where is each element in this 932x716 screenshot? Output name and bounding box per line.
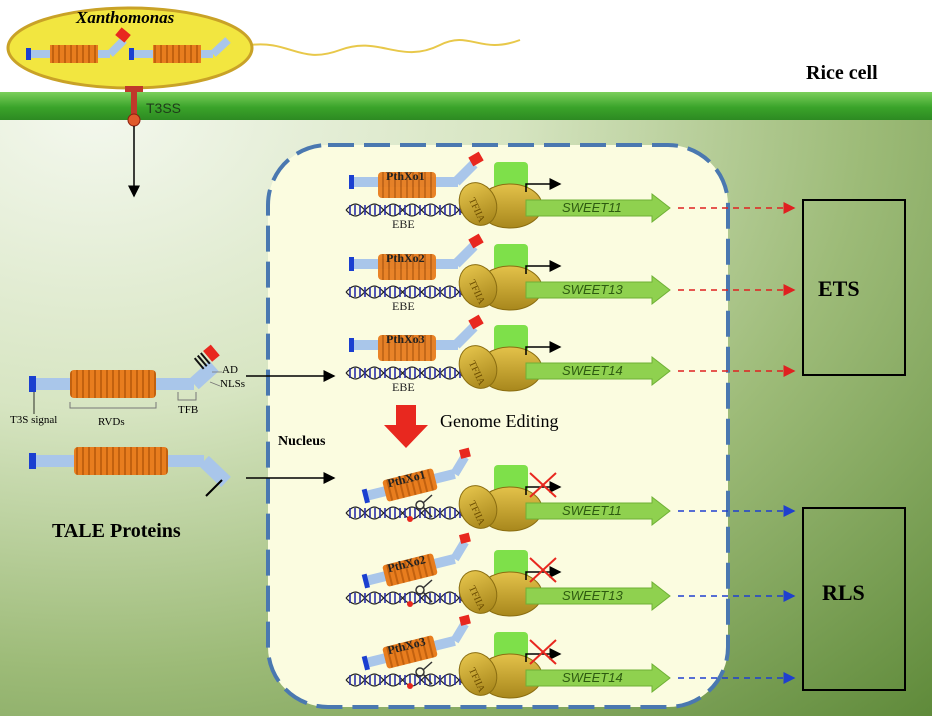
gene-arrow [525,495,671,527]
dna-helix [345,285,467,299]
pthxo-effector [361,614,471,689]
tfb-label: TFB [178,404,199,416]
transcription-complex: TFIIA [458,465,543,532]
tale-in-bacterium-1 [26,27,131,63]
pthxo-effector [361,532,471,607]
blocked-icon [529,472,557,498]
t3s-signal-label: T3S signal [10,414,58,426]
rvds-label: RVDs [98,416,125,428]
transcription-complex: TFIIA [458,162,543,229]
tale-protein-truncated [29,447,231,497]
transcription-complex: TFIIA [458,325,543,392]
transcription-complex: TFIIA [458,632,543,699]
ebe-label: EBE [392,299,415,313]
transcription-start-arrow [525,481,562,495]
gene-label: SWEET13 [562,588,623,603]
mutation-site [407,683,413,689]
genome-editing-label: Genome Editing [440,411,559,431]
tale-proteins-title: TALE Proteins [52,520,181,542]
gene-label: SWEET14 [562,363,623,378]
gene-arrow [525,580,671,612]
gene-label: SWEET13 [562,282,623,297]
gene-arrow [525,355,671,387]
gene-label: SWEET14 [562,670,623,685]
transcription-complex: TFIIA [458,550,543,617]
pthxo-effector [361,447,471,522]
transcription-complex: TFIIA [458,244,543,311]
gene-arrow [525,662,671,694]
effector-label: PthXo2 [386,251,425,265]
gene-arrow [525,192,671,224]
bacterium-label: Xanthomonas [76,8,175,27]
scissors-icon [415,661,433,685]
pthxo-effector [349,233,484,280]
effector-label: PthXo3 [386,332,425,346]
t3ss-label: T3SS [146,100,182,116]
mutation-site [407,601,413,607]
blocked-icon [529,639,557,665]
scissors-icon [415,579,433,603]
transcription-start-arrow [525,648,562,662]
gene-label: SWEET11 [562,503,622,518]
dna-helix [345,673,467,687]
transcription-start-arrow [525,178,562,192]
genome-editing-arrow [384,405,428,448]
rls-box [802,507,906,691]
pthxo-effector [349,151,484,198]
ad-label: AD [222,364,238,376]
gene-label: SWEET11 [562,200,622,215]
tale-in-bacterium-2 [129,37,231,63]
ets-box [802,199,906,376]
ebe-label: EBE [392,217,415,231]
ets-label: ETS [818,276,860,301]
pthxo-effector [349,314,484,361]
nucleus-label: Nucleus [278,434,326,449]
effector-label: PthXo1 [386,169,425,183]
gene-arrow [525,274,671,306]
blocked-icon [529,557,557,583]
nls-label: NLSs [220,378,246,390]
ebe-label: EBE [392,380,415,394]
xanthomonas-bacterium [6,6,521,90]
transcription-start-arrow [525,566,562,580]
rice-cell-membrane [0,92,932,120]
flagellum [249,39,521,56]
rice-cell-label: Rice cell [806,62,878,84]
transcription-start-arrow [525,260,562,274]
dna-helix [345,366,467,380]
scissors-icon [415,494,433,518]
rls-label: RLS [822,580,865,605]
tale-protein-detail [29,344,222,414]
t3ss-channel [125,86,143,198]
mutation-site [407,516,413,522]
transcription-start-arrow [525,341,562,355]
